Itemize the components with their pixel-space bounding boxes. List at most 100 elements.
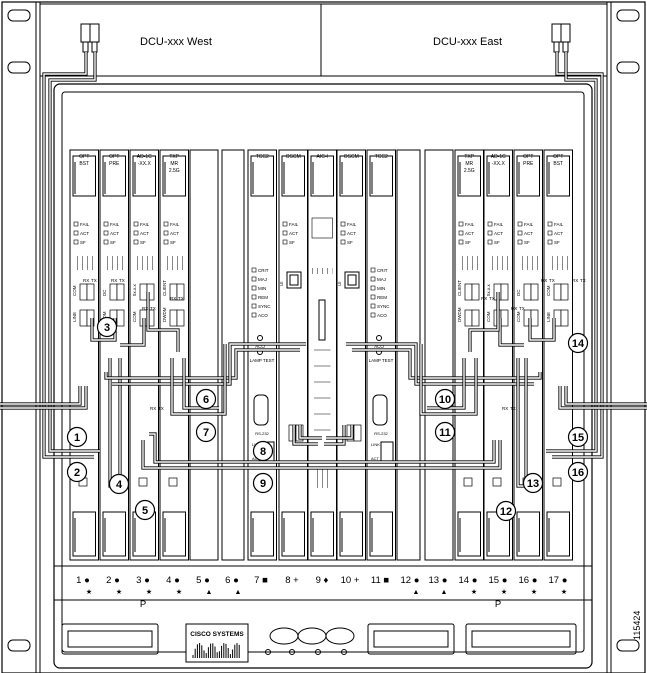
card-name: 2.5G <box>464 168 475 174</box>
dcu-east-label: DCU-xxx East <box>433 36 502 48</box>
fiber-inner-14 <box>171 344 226 415</box>
rx-label: RX <box>111 278 117 283</box>
mounting-holes <box>7 9 640 652</box>
fiber-inner-24 <box>420 344 477 415</box>
port-label: COM <box>516 311 521 322</box>
slot-15: 15 ●★P <box>489 575 508 610</box>
card-name: BST <box>553 161 563 167</box>
fiber-inner-7 <box>565 386 647 405</box>
fiber-inner-22 <box>352 349 541 379</box>
slot-9: 9 ♦ <box>316 575 329 586</box>
led-label: ACT <box>170 231 179 236</box>
led-label: MIN <box>258 286 266 291</box>
led-label: SF <box>80 240 86 245</box>
port-label: COM <box>132 311 137 322</box>
port-label: LINE <box>546 312 551 322</box>
slot-2: 2 ●★ <box>106 575 122 596</box>
slot-mark: ★ <box>176 588 182 596</box>
callout-5: 5 <box>134 499 156 521</box>
led-label: FAIL <box>140 222 150 227</box>
card-name: TXP <box>169 154 179 160</box>
tx-label: TX <box>178 296 184 301</box>
slot-number: 14 ● <box>459 575 478 586</box>
slot-number: 16 ● <box>519 575 538 586</box>
rx-label: RX <box>83 278 89 283</box>
rx-label: RX <box>511 306 517 311</box>
svg-text:12: 12 <box>500 506 512 518</box>
slot-1: 1 ●★ <box>76 575 92 596</box>
tx-label: TX <box>91 278 97 283</box>
port-label: CLIENT <box>457 280 462 296</box>
rx-label: RX <box>502 406 508 411</box>
fiber-inner-1 <box>49 52 100 452</box>
led-label: ACT <box>289 231 298 236</box>
slot-protect: P <box>140 599 146 610</box>
led-label: FAIL <box>110 222 120 227</box>
callout-11: 11 <box>434 421 456 443</box>
slot-10: 10 + <box>341 575 360 586</box>
slot-mark: ★ <box>471 588 477 596</box>
fiber-inner-0 <box>43 52 94 458</box>
rx-label: RX <box>170 296 176 301</box>
slot-number: 15 ● <box>489 575 508 586</box>
callout-2: 2 <box>66 461 88 483</box>
card-name: PRE <box>523 161 534 167</box>
fiber-inner-11 <box>147 292 179 352</box>
svg-text:15: 15 <box>572 432 584 444</box>
card-name: BST <box>79 161 89 167</box>
slot-number: 6 ● <box>225 575 239 586</box>
svg-text:7: 7 <box>203 427 209 439</box>
card-name: -XX.X <box>138 161 152 167</box>
figure-id: 115424 <box>632 611 642 640</box>
slot-number: 4 ● <box>166 575 180 586</box>
card-name: OPT <box>523 154 533 160</box>
callout-10: 10 <box>434 388 456 410</box>
tx-label: TX <box>549 278 555 283</box>
svg-text:10: 10 <box>439 394 451 406</box>
callout-14: 14 <box>567 332 589 354</box>
card-name: TCC2 <box>375 154 388 160</box>
fiber-inner-20 <box>142 440 501 469</box>
led-label: FAIL <box>465 222 475 227</box>
led-label: SYNC <box>258 304 271 309</box>
slot-number: 10 + <box>341 575 360 586</box>
svg-text:14: 14 <box>572 338 585 350</box>
svg-text:11: 11 <box>439 427 451 439</box>
ui-label: UI <box>337 282 342 287</box>
fiber-inner-19 <box>326 425 353 439</box>
slot-6: 6 ●▲ <box>225 575 241 596</box>
card-name: OPT <box>79 154 89 160</box>
slot-mark: ★ <box>146 588 152 596</box>
fiber-inner-26 <box>517 358 527 487</box>
callout-6: 6 <box>195 388 217 410</box>
fiber-inner-12 <box>105 349 300 379</box>
led-label: SYNC <box>377 304 390 309</box>
led-label: ACO <box>258 313 268 318</box>
tx-label: TX <box>119 278 125 283</box>
led-label: CRIT <box>377 268 388 273</box>
slot-number: 5 ● <box>196 575 210 586</box>
fiber-inner-2 <box>552 52 603 458</box>
slot-11: 11 ■ <box>371 575 390 586</box>
led-label: ACT <box>140 231 149 236</box>
slot-number: 1 ● <box>76 575 90 586</box>
led-label: CRIT <box>258 268 269 273</box>
card-name: TXP <box>464 154 474 160</box>
led-label: FAIL <box>289 222 299 227</box>
led-label: MIN <box>377 286 385 291</box>
tx-label: TX <box>580 278 586 283</box>
slot-number: 13 ● <box>429 575 448 586</box>
fiber-inner-17 <box>299 425 322 439</box>
dcu-east-connector <box>551 23 571 53</box>
card-name: AIC-I <box>317 154 328 160</box>
slot-number: 3 ● <box>136 575 150 586</box>
led-label: ACT <box>524 231 533 236</box>
fiber-inner-10 <box>120 318 145 346</box>
